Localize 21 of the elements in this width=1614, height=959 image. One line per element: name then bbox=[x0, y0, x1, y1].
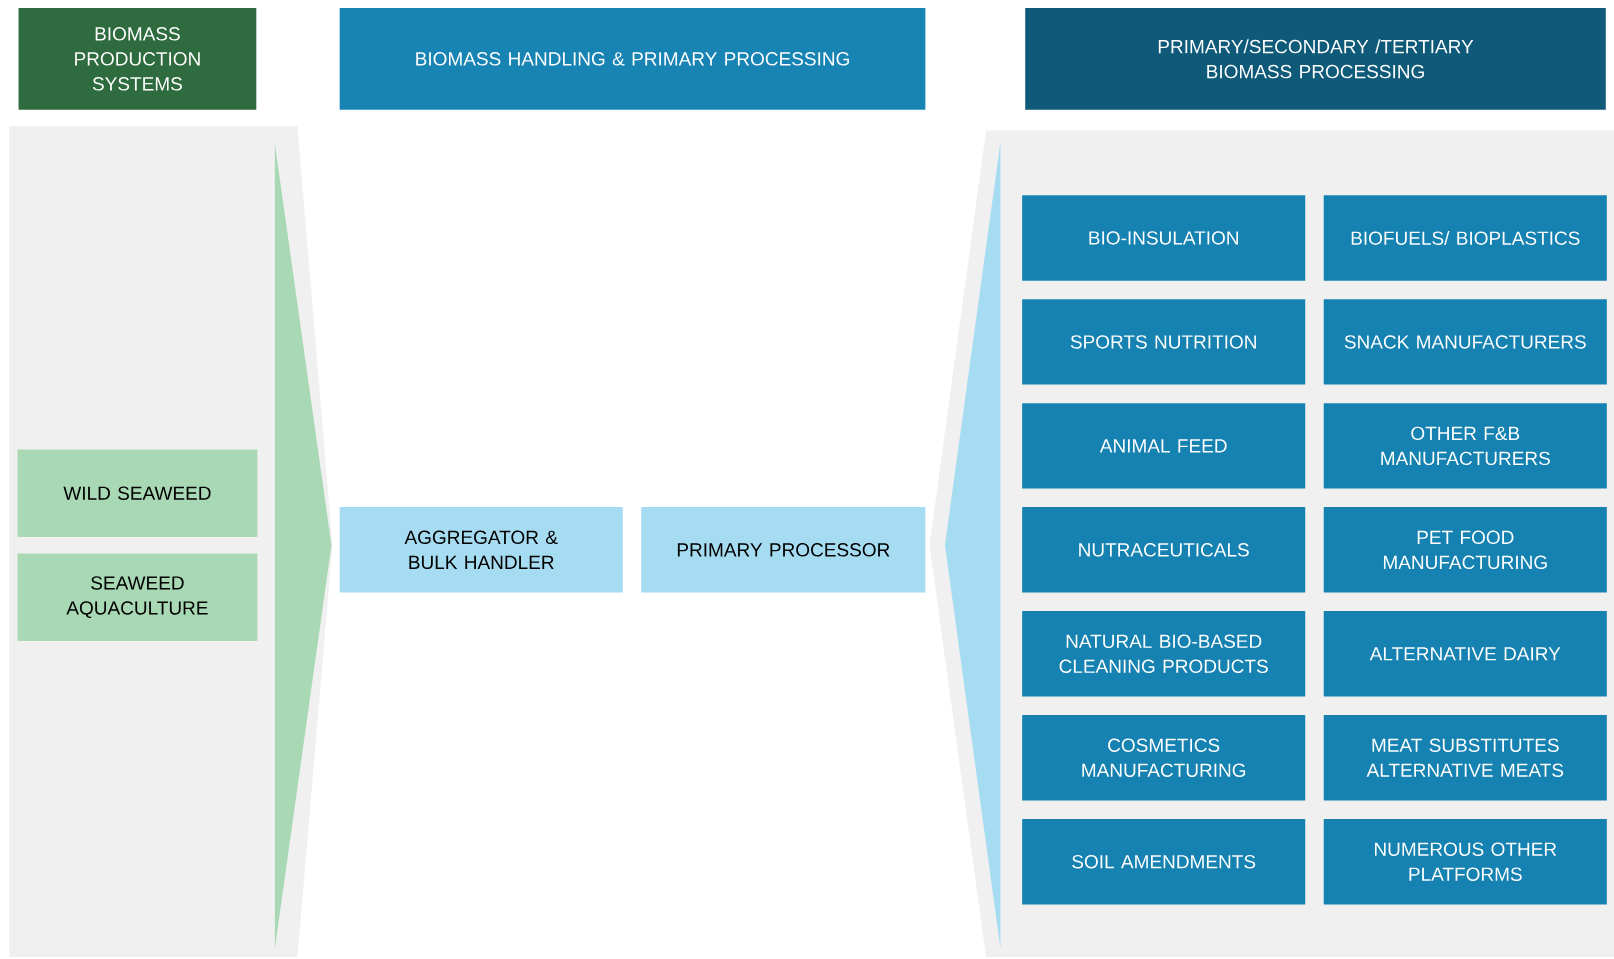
product-box: COSMETICS MANUFACTURING bbox=[1022, 715, 1306, 801]
product-box: SOIL AMENDMENTS bbox=[1022, 819, 1306, 905]
header-box: BIOMASS PRODUCTION SYSTEMS bbox=[18, 7, 257, 110]
product-box: BIO-INSULATION bbox=[1022, 195, 1306, 281]
product-box: NUTRACEUTICALS bbox=[1022, 507, 1306, 593]
product-box: SPORTS NUTRITION bbox=[1022, 299, 1306, 385]
handler-box: PRIMARY PROCESSOR bbox=[641, 507, 926, 593]
product-box: MEAT SUBSTITUTES ALTERNATIVE MEATS bbox=[1323, 715, 1607, 801]
product-box: ALTERNATIVE DAIRY bbox=[1323, 611, 1607, 697]
product-box: NATURAL BIO-BASED CLEANING PRODUCTS bbox=[1022, 611, 1306, 697]
product-box: NUMEROUS OTHER PLATFORMS bbox=[1323, 819, 1607, 905]
product-box: PET FOOD MANUFACTURING bbox=[1323, 507, 1607, 593]
header-box: PRIMARY/SECONDARY /TERTIARY BIOMASS PROCESSING bbox=[1025, 7, 1606, 110]
header-box: BIOMASS HANDLING & PRIMARY PROCESSING bbox=[339, 7, 926, 110]
source-box: SEAWEED AQUACULTURE bbox=[17, 553, 258, 641]
product-box: ANIMAL FEED bbox=[1022, 403, 1306, 489]
product-box: BIOFUELS/ BIOPLASTICS bbox=[1323, 195, 1607, 281]
handler-box: AGGREGATOR & BULK HANDLER bbox=[339, 507, 623, 593]
product-box: OTHER F&B MANUFACTURERS bbox=[1323, 403, 1607, 489]
product-box: SNACK MANUFACTURERS bbox=[1323, 299, 1607, 385]
source-box: WILD SEAWEED bbox=[17, 449, 258, 537]
